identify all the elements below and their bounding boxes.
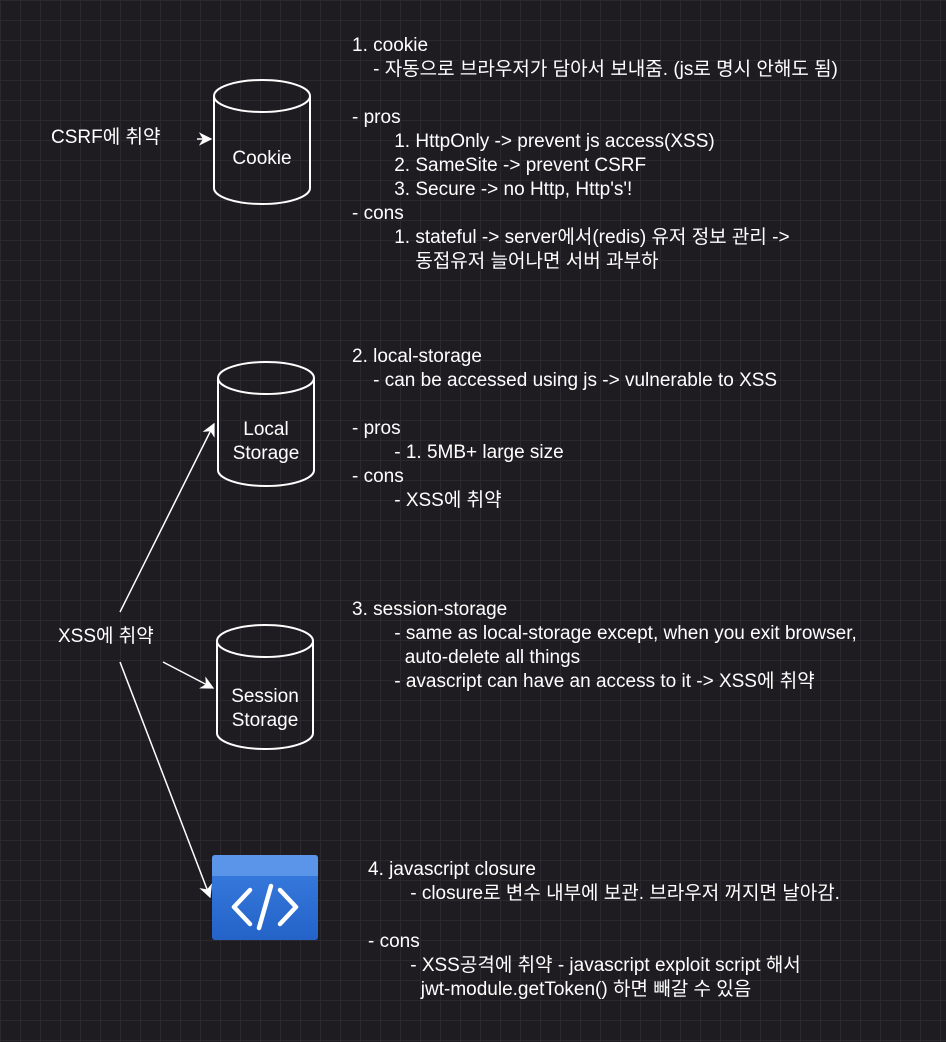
arrow-xss-to-js-closure (119, 661, 212, 899)
note-line: - can be accessed using js -> vulnerable… (352, 370, 778, 391)
session-storage-label-line1: Session (231, 686, 299, 707)
local-storage-cylinder[interactable] (217, 361, 315, 487)
local-storage-label-line1: Local (243, 419, 289, 440)
session-storage-cylinder[interactable] (216, 624, 314, 750)
cookie-label: Cookie (232, 148, 292, 169)
note-line: 1. stateful -> server에서(redis) 유저 정보 관리 … (352, 227, 790, 248)
note-line: - 1. 5MB+ large size (352, 442, 564, 463)
note-line: 동접유저 늘어나면 서버 과부하 (352, 251, 659, 272)
local-storage-note: 2. local-storage - can be accessed using… (352, 345, 777, 513)
note-line (352, 393, 777, 417)
note-line: 1. cookie (352, 35, 429, 56)
note-line: - cons (352, 466, 404, 487)
note-line: - 자동으로 브라우저가 담아서 보내줌. (js로 명시 안해도 됨) (352, 59, 838, 80)
session-storage-label-line2: Storage (231, 710, 299, 731)
local-storage-label-line2: Storage (232, 443, 300, 464)
csrf-vulnerable-label: CSRF에 취약 (51, 127, 161, 148)
cookie-cylinder[interactable] (213, 79, 311, 205)
session-storage-label: Session Storage (217, 685, 313, 733)
arrow-xss-to-session-storage (162, 661, 215, 689)
note-line: 4. javascript closure (368, 859, 536, 880)
note-line: 3. Secure -> no Http, Http's'! (352, 179, 633, 200)
note-line: - XSS공격에 취약 - javascript exploit script … (368, 955, 801, 976)
note-line: - closure로 변수 내부에 보관. 브라우저 꺼지면 날아감. (368, 883, 840, 904)
note-line: 3. session-storage (352, 599, 508, 620)
local-storage-label: Local Storage (218, 418, 314, 466)
code-brackets-icon[interactable] (212, 855, 318, 940)
xss-vulnerable-label: XSS에 취약 (58, 626, 154, 647)
note-line: - avascript can have an access to it -> … (352, 671, 815, 692)
note-line: auto-delete all things (352, 647, 581, 668)
note-line: 2. SameSite -> prevent CSRF (352, 155, 647, 176)
note-line: - same as local-storage except, when you… (352, 623, 857, 644)
note-line: 2. local-storage (352, 346, 482, 367)
note-line: - XSS에 취약 (352, 490, 502, 511)
arrow-xss-to-local-storage (119, 422, 215, 613)
note-line (352, 82, 838, 106)
note-line: 1. HttpOnly -> prevent js access(XSS) (352, 131, 715, 152)
note-line: - cons (368, 931, 420, 952)
note-line: - cons (352, 203, 404, 224)
note-line (368, 906, 840, 930)
note-line: - pros (352, 418, 401, 439)
note-line: - pros (352, 107, 401, 128)
cookie-note: 1. cookie - 자동으로 브라우저가 담아서 보내줌. (js로 명시 … (352, 34, 838, 274)
note-line: jwt-module.getToken() 하면 빼갈 수 있음 (368, 979, 752, 1000)
session-storage-note: 3. session-storage - same as local-stora… (352, 598, 857, 694)
js-closure-note: 4. javascript closure - closure로 변수 내부에 … (368, 858, 840, 1002)
